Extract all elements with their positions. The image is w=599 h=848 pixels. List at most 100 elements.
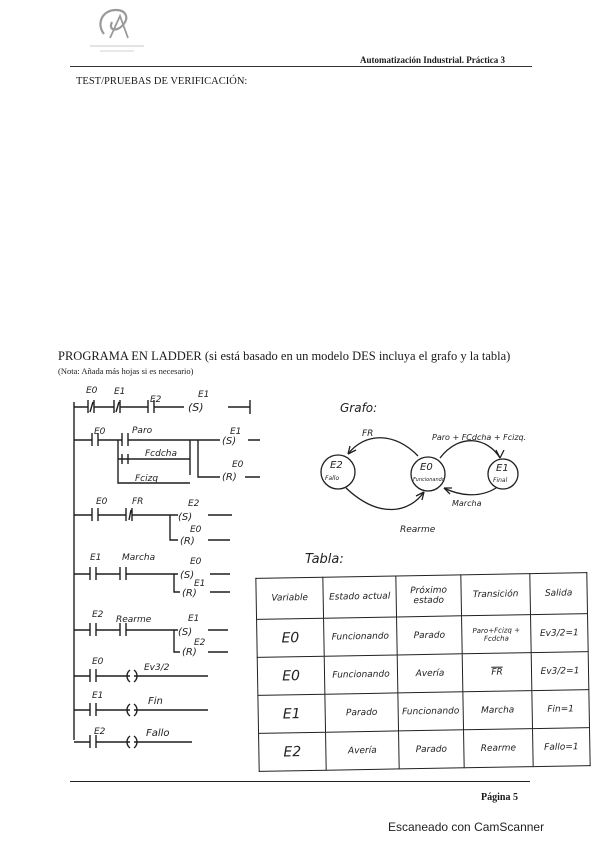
- rung4-coil2-type: (R): [182, 588, 197, 599]
- rung4-coil2-name: E1: [194, 579, 205, 589]
- state-e0-id: E0: [420, 462, 433, 473]
- rung2-coil1-type: (S): [222, 436, 236, 447]
- table-cell: Funcionando: [397, 691, 464, 731]
- transition-fr: FR: [362, 429, 373, 439]
- table-cell: E1: [257, 694, 326, 734]
- graph-title: Grafo:: [340, 401, 377, 415]
- course-header: Automatización Industrial. Práctica 3: [360, 55, 505, 65]
- rung3-coil1-type: (S): [178, 512, 192, 523]
- table-cell: Parado: [324, 692, 399, 733]
- table-cell: Ev3/2=1: [530, 613, 589, 653]
- rung8-output: Fallo: [146, 728, 170, 739]
- table-cell: Avería: [397, 653, 463, 693]
- rung4-coil1-type: (S): [180, 570, 194, 581]
- state-e0-label: Funcionando: [413, 477, 445, 483]
- state-e2-id: E2: [330, 460, 343, 471]
- test-section-title: TEST/PRUEBAS DE VERIFICACIÓN:: [76, 76, 248, 87]
- table-cell: FR: [462, 652, 532, 692]
- table-row: E1 Parado Funcionando Marcha Fin=1: [257, 689, 590, 734]
- rung2-coil1-name: E1: [230, 427, 241, 437]
- state-e1-label: Final: [493, 477, 508, 484]
- rung5-coil2-type: (R): [182, 647, 197, 658]
- ladder-rung-4: E1 Marcha E0 (S) E1 (R): [74, 553, 230, 599]
- rung3-coil2-type: (R): [180, 536, 195, 547]
- rung1-coil-name: E1: [198, 390, 209, 400]
- state-e1-id: E1: [496, 463, 509, 474]
- rung4-coil1-name: E0: [190, 557, 202, 567]
- table-cell: Parado: [398, 729, 465, 769]
- rung5-coil1-type: (S): [178, 627, 192, 638]
- ladder-rung-6: E0 Ev3/2: [74, 657, 208, 683]
- transition-rearme: Rearme: [400, 525, 436, 535]
- table-title: Tabla:: [305, 552, 344, 567]
- table-row: E0 Funcionando Avería FR Ev3/2=1: [257, 651, 589, 696]
- table-cell: Marcha: [462, 690, 533, 730]
- university-logo: [90, 8, 144, 52]
- rung1-contact-2: E1: [114, 387, 125, 397]
- table-cell: Avería: [325, 730, 400, 771]
- rung8-contact: E2: [94, 727, 106, 737]
- rung1-contact-1: E0: [86, 386, 98, 396]
- rung6-output: Ev3/2: [144, 663, 170, 673]
- table-cell: Parado: [396, 615, 463, 655]
- rung5-contact-2: Rearme: [116, 615, 152, 625]
- state-graph: Grafo: E2 Fallo E0 Funcionando E1 Final …: [320, 401, 526, 535]
- rung2-contact-2: Paro: [132, 426, 153, 436]
- table-header-next: Próximo estado: [395, 574, 462, 617]
- rung5-contact-1: E2: [92, 610, 104, 620]
- page-number: Página 5: [481, 792, 518, 803]
- table-header-row: Variable Estado actual Próximo estado Tr…: [255, 572, 588, 620]
- rung2-coil2-name: E0: [232, 460, 244, 470]
- rung5-coil1-name: E1: [188, 614, 199, 624]
- rung2-contact-4: Fcizq: [135, 474, 158, 484]
- rung4-contact-2: Marcha: [122, 553, 155, 563]
- footer-rule: [70, 781, 530, 782]
- table-cell: E0: [257, 656, 325, 696]
- table-cell: Ev3/2=1: [531, 651, 589, 691]
- rung5-coil2-name: E2: [194, 638, 206, 648]
- state-node-e0: E0 Funcionando: [410, 456, 446, 492]
- table-cell: Fallo=1: [532, 727, 591, 767]
- rung7-contact: E1: [92, 691, 103, 701]
- rung2-contact-1: E0: [94, 427, 106, 437]
- table-header-output: Salida: [529, 572, 588, 615]
- ladder-section-title: PROGRAMA EN LADDER (si está basado en un…: [58, 349, 511, 363]
- rung1-contact-3: E2: [150, 395, 162, 405]
- rung7-output: Fin: [148, 696, 163, 707]
- state-node-e1: E1 Final: [487, 458, 519, 490]
- ladder-diagram: E0 E1 E2 E1 (S) E0 Paro Fcdcha Fcizq E1 …: [73, 386, 260, 749]
- table-row: E0 Funcionando Parado Paro+Fcizq + Fcdch…: [256, 613, 589, 658]
- table-header-current: Estado actual: [322, 575, 397, 619]
- state-table: Variable Estado actual Próximo estado Tr…: [255, 572, 591, 772]
- rung2-coil2-type: (R): [222, 472, 237, 483]
- transition-marcha: Marcha: [452, 499, 482, 508]
- rung3-contact-1: E0: [96, 497, 108, 507]
- ladder-rung-2: E0 Paro Fcdcha Fcizq E1 (S) E0 (R): [74, 426, 260, 484]
- table-cell: Fin=1: [531, 689, 590, 729]
- rung6-contact: E0: [92, 657, 104, 667]
- state-node-e2: E2 Fallo: [320, 454, 356, 490]
- rung3-contact-2: FR: [132, 497, 143, 507]
- rung1-coil-type: (S): [188, 401, 204, 414]
- rung3-coil2-name: E0: [190, 525, 202, 535]
- table-cell: Rearme: [463, 728, 534, 768]
- scanner-watermark: Escaneado con CamScanner: [388, 820, 545, 834]
- table-cell: E0: [256, 618, 325, 658]
- state-e2-label: Fallo: [325, 475, 339, 482]
- ladder-rung-7: E1 Fin: [74, 691, 208, 717]
- table-header-variable: Variable: [255, 577, 324, 620]
- table-row: E2 Avería Parado Rearme Fallo=1: [258, 727, 591, 772]
- header-rule: [70, 66, 532, 67]
- table-cell: E2: [258, 732, 327, 772]
- ladder-section-note: (Nota: Añada más hojas si es necesario): [58, 366, 194, 376]
- table-cell: Paro+Fcizq + Fcdcha: [461, 614, 532, 654]
- table-cell: Funcionando: [323, 616, 398, 657]
- ladder-rung-3: E0 FR E2 (S) E0 (R): [74, 497, 232, 547]
- table-cell: Funcionando: [324, 654, 398, 695]
- rung4-contact-1: E1: [90, 553, 101, 563]
- table-header-transition: Transición: [460, 573, 531, 616]
- ladder-rung-8: E2 Fallo: [74, 727, 192, 749]
- transition-paro: Paro + FCdcha + Fcizq.: [432, 433, 526, 442]
- ladder-rung-5: E2 Rearme E1 (S) E2 (R): [74, 610, 228, 658]
- rung2-contact-3: Fcdcha: [145, 449, 177, 459]
